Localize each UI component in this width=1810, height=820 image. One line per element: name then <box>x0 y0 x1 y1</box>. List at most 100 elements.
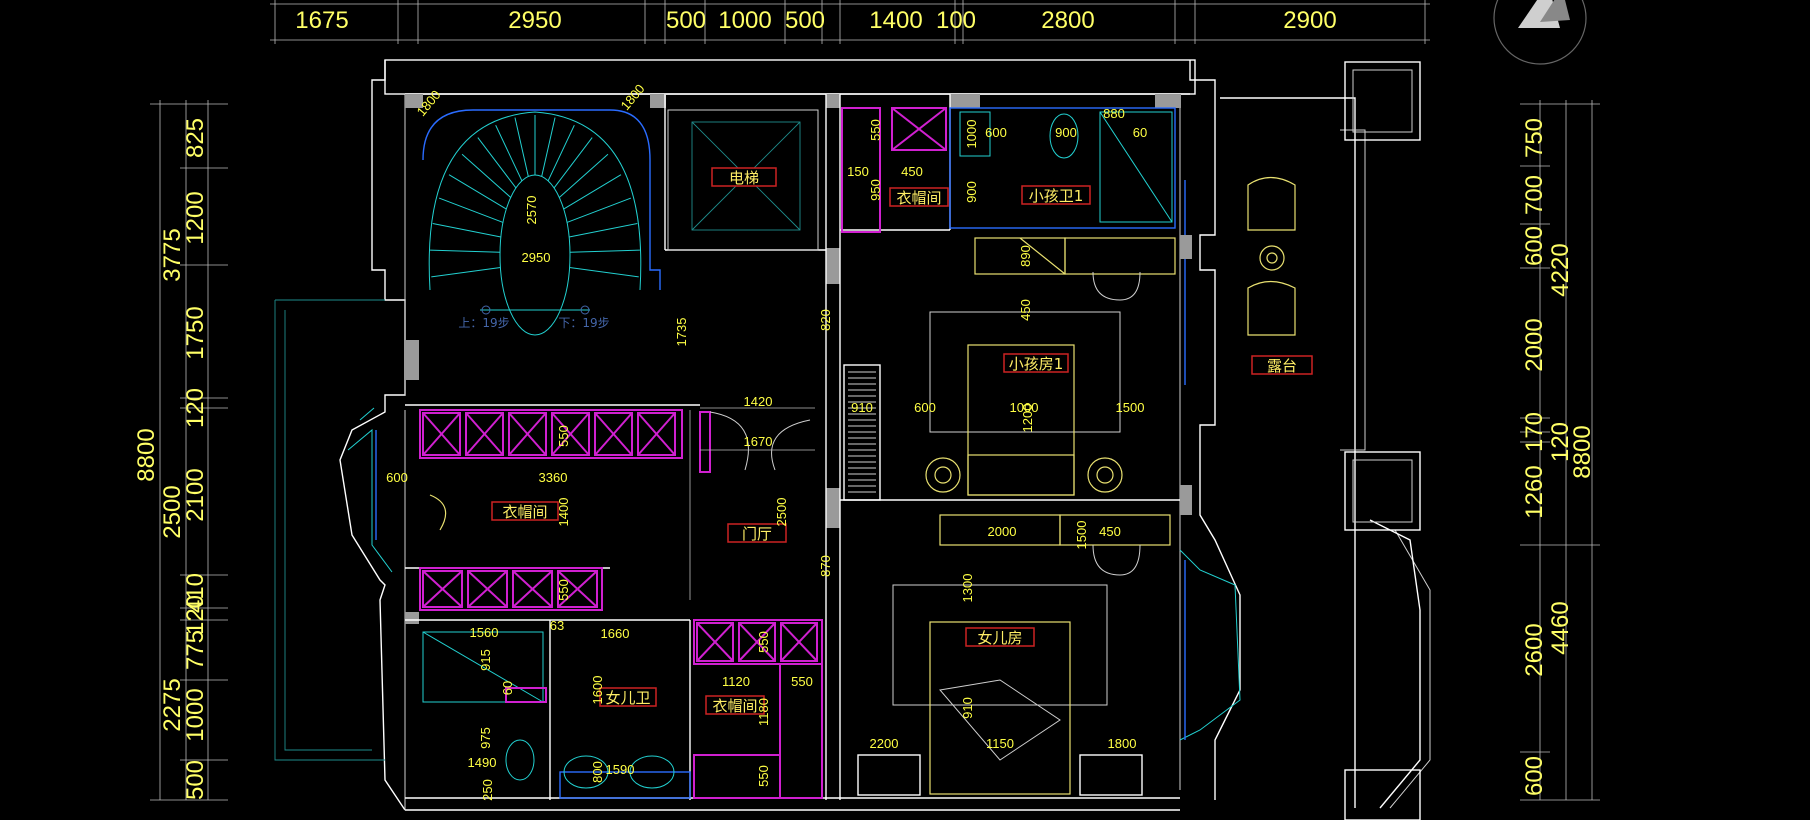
right-dim-600b: 600 <box>1521 756 1548 796</box>
room-label-cloakroom-bottom: 衣帽间 <box>712 697 757 715</box>
dim-1590: 1590 <box>606 762 635 777</box>
left-dim-2500: 2500 <box>159 485 186 538</box>
dim-250: 250 <box>480 779 495 801</box>
terrace: 露台 <box>1247 176 1313 375</box>
stair-dim-1800b: 1800 <box>618 81 648 113</box>
top-dim-500a: 500 <box>666 7 706 34</box>
dim-3360: 3360 <box>539 470 568 485</box>
right-dim-1260: 1260 <box>1521 465 1548 518</box>
dim-600b: 910 <box>851 400 873 415</box>
dim-550c: 550 <box>791 674 813 689</box>
dim-1800c: 1150 <box>986 736 1014 751</box>
dim-550e: 550 <box>756 765 771 787</box>
right-dim-750: 750 <box>1521 118 1548 158</box>
dim-950: 450 <box>901 164 923 179</box>
interior-dimensions-left: 1735 820 1420 1670 600 3360 550 1400 250… <box>386 309 833 601</box>
top-dim-1000: 1000 <box>718 7 771 34</box>
room-label-foyer: 门厅 <box>742 525 772 543</box>
dim-800: 800 <box>590 761 605 783</box>
stair-dim-1800a: 1800 <box>414 87 444 119</box>
right-dim-600a: 600 <box>1521 226 1548 266</box>
daughter-room: 女儿房 2000 1500 450 1300 910 2200 1150 180… <box>857 514 1171 796</box>
top-dim-1400: 1400 <box>869 7 922 34</box>
dim-550d: 550 <box>756 631 771 653</box>
left-dim-2275: 2275 <box>159 678 186 731</box>
right-dim-4460: 4460 <box>1547 601 1574 654</box>
top-dim-100: 100 <box>936 7 976 34</box>
dim-1000b: 600 <box>914 400 936 415</box>
top-dimension-chain: 1675 2950 500 1000 500 1400 100 2800 290… <box>270 0 1430 44</box>
wall-blocks <box>405 94 1192 624</box>
dim-450c: 1500 <box>1074 521 1089 550</box>
dim-1350: 1800 <box>1108 736 1137 751</box>
top-dim-2900: 2900 <box>1283 7 1336 34</box>
dim-1120: 1120 <box>722 674 750 689</box>
top-cloakroom: 衣帽间 550 150 450 950 <box>841 107 949 233</box>
dim-1000a: 950 <box>868 179 883 201</box>
dim-1500a: 1000 <box>1010 400 1039 415</box>
stair-dim-2570: 2570 <box>524 196 539 225</box>
right-dim-120: 120 <box>1547 422 1574 462</box>
stair-up-note: 上：19步 <box>458 316 509 330</box>
kids-room: 小孩房1 890 450 910 600 1000 1500 1200 <box>843 237 1176 501</box>
room-label-daughter-bath: 女儿卫 <box>605 689 650 707</box>
dim-2200: 910 <box>960 697 975 719</box>
dim-910a: 450 <box>1018 299 1033 321</box>
top-dim-2950: 2950 <box>508 7 561 34</box>
dim-1400: 1400 <box>556 498 571 527</box>
dim-1500b: 2000 <box>988 524 1017 539</box>
dim-975: 975 <box>478 727 493 749</box>
dim-890: 900 <box>964 181 979 203</box>
room-label-cloakroom-top: 衣帽间 <box>896 189 941 207</box>
top-dim-2800: 2800 <box>1041 7 1094 34</box>
left-dim-120b: 120 <box>182 595 209 635</box>
dim-550b: 550 <box>556 579 571 601</box>
dim-820: 820 <box>818 309 833 331</box>
dim-1150: 2200 <box>870 736 899 751</box>
dim-150: 550 <box>868 119 883 141</box>
left-dim-1750: 1750 <box>182 306 209 359</box>
exterior-walls <box>274 59 1431 820</box>
spiral-staircase: 1800 1800 2570 2950 上：19步 下：19步 <box>414 81 661 336</box>
left-dimension-chain: 8800 3775 2500 2275 825 1200 1750 120 21… <box>133 100 228 801</box>
room-label-elevator: 电梯 <box>729 169 759 187</box>
dim-870: 870 <box>818 555 833 577</box>
left-dim-1200: 1200 <box>182 191 209 244</box>
dim-60b: 880 <box>1103 106 1125 121</box>
dim-2000: 1200 <box>1020 404 1035 433</box>
dim-1560: 1560 <box>470 625 499 640</box>
dim-1670: 1670 <box>744 434 773 449</box>
dim-1420: 1420 <box>744 394 773 409</box>
dim-600: 600 <box>386 470 408 485</box>
dim-450b: 890 <box>1018 245 1033 267</box>
stair-dim-2950: 2950 <box>522 250 551 265</box>
room-label-kids-bath: 小孩卫1 <box>1029 187 1084 205</box>
room-label-cloakroom-left: 衣帽间 <box>502 503 547 521</box>
dim-1735: 1735 <box>674 318 689 347</box>
left-dim-500: 500 <box>182 760 209 800</box>
dim-63: 63 <box>550 618 564 633</box>
dim-1490: 1490 <box>468 755 497 770</box>
dim-1180: 1180 <box>756 698 771 726</box>
foyer: 门厅 <box>689 407 815 600</box>
north-arrow-icon <box>1493 0 1587 65</box>
right-dim-170: 170 <box>1521 412 1548 452</box>
left-cloakroom-cabinets: 衣帽间 <box>419 409 683 611</box>
daughter-bathroom: 女儿卫 1560 915 60 975 1490 63 1660 1600 80… <box>422 618 691 801</box>
top-dim-1675: 1675 <box>295 7 348 34</box>
dim-60: 60 <box>500 681 515 695</box>
left-dim-410: 410 <box>182 573 209 613</box>
dim-600a: 1000 <box>964 120 979 149</box>
top-dim-500b: 500 <box>785 7 825 34</box>
right-dim-4220: 4220 <box>1547 243 1574 296</box>
left-dim-2100: 2100 <box>182 468 209 521</box>
right-dim-total: 8800 <box>1569 425 1596 478</box>
left-dim-120a: 120 <box>182 388 209 428</box>
dim-2500: 2500 <box>774 498 789 527</box>
kids-bathroom: 小孩卫1 1000 600 900 880 60 900 <box>949 106 1176 229</box>
dim-880: 900 <box>1055 125 1077 140</box>
right-dim-2000: 2000 <box>1521 318 1548 371</box>
dim-900a: 600 <box>985 125 1007 140</box>
dim-450a: 150 <box>847 164 869 179</box>
